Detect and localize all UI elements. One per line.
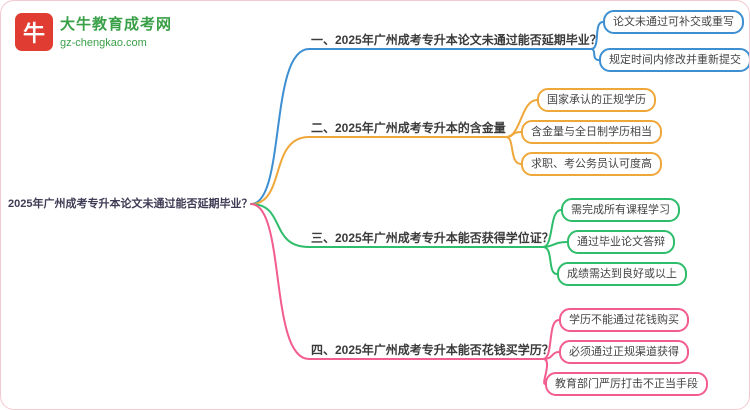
bull-logo-icon: 牛 [15,13,53,51]
branch-2-title: 二、2025年广州成考专升本的含金量 [311,121,506,135]
leaf-node: 学历不能通过花钱购买 [559,308,689,332]
leaf-node: 成绩需达到良好或以上 [557,262,687,286]
leaf-node: 需完成所有课程学习 [561,198,680,222]
leaf-node: 含金量与全日制学历相当 [521,120,662,144]
branch-3-title: 三、2025年广州成考专升本能否获得学位证？ [311,231,554,245]
site-domain: gz-chengkao.com [60,37,147,49]
leaf-node: 必须通过正规渠道获得 [559,340,689,364]
leaf-node: 规定时间内修改并重新提交 [599,48,749,72]
leaf-node: 通过毕业论文答辩 [567,230,675,254]
site-name: 大牛教育成考网 [60,16,173,33]
leaf-node: 求职、考公务员认可度高 [521,152,662,176]
branch-1-title: 一、2025年广州成考专升本论文未通过能否延期毕业？ [311,33,602,47]
leaf-node: 论文未通过可补交或重写 [603,10,744,34]
leaf-node: 教育部门严厉打击不正当手段 [545,372,708,396]
branch-4-title: 四、2025年广州成考专升本能否花钱买学历？ [311,343,554,357]
root-topic: 2025年广州成考专升本论文未通过能否延期毕业？ [8,198,253,210]
site-logo: 牛 大牛教育成考网 gz-chengkao.com [15,13,172,51]
logo-text-block: 大牛教育成考网 gz-chengkao.com [60,13,172,50]
leaf-node: 国家承认的正规学历 [537,88,656,112]
